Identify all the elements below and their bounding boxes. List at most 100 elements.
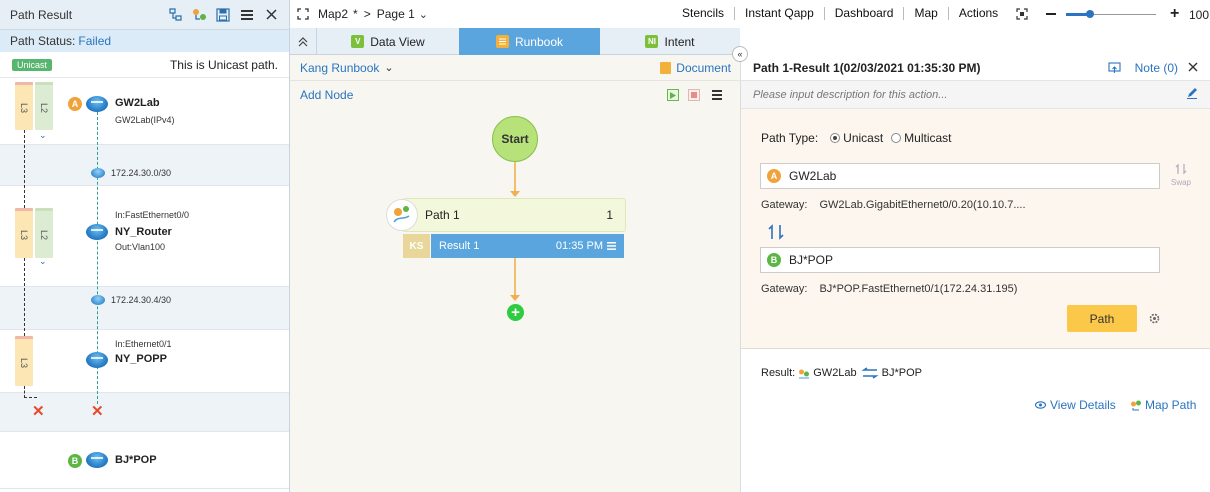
router-icon[interactable] [86,352,108,368]
close-icon[interactable] [263,7,279,23]
subnet-row [0,286,289,330]
unicast-radio[interactable]: Unicast [830,131,883,145]
map-path-icon [798,368,810,379]
layer3-link-line [24,258,25,336]
result-node[interactable]: Result 1 01:35 PM [431,234,624,258]
layer3-bar[interactable]: L3 [15,336,33,386]
settings-gear-icon[interactable] [1148,312,1161,328]
zoom-value: 100 [1189,8,1210,22]
stop-icon[interactable] [688,89,700,101]
bidirectional-arrow-icon [861,367,879,379]
view-details-link[interactable]: View Details [1035,398,1116,412]
subnet-icon [91,168,105,178]
map-path-link[interactable]: Map Path [1130,398,1196,412]
save-icon[interactable] [215,7,231,23]
menu-dashboard[interactable]: Dashboard [823,7,904,20]
layer3-bar[interactable]: L3 [15,82,33,130]
zoom-slider-thumb[interactable] [1086,10,1094,18]
device-name[interactable]: BJ*POP [115,454,157,466]
zoom-out-icon[interactable] [1046,13,1056,15]
menu-icon[interactable] [712,89,722,103]
subnet-label[interactable]: 172.24.30.0/30 [111,168,172,178]
intent-icon: NI [645,35,659,48]
flow-arrow [510,295,520,301]
start-node[interactable]: Start [492,116,538,162]
document-button[interactable]: Document [660,61,731,75]
add-node-bar: Add Node [290,81,741,109]
multicast-radio[interactable]: Multicast [891,131,952,145]
swap-direction-icon[interactable] [767,223,785,244]
source-gateway-value[interactable]: GW2Lab.GigabitEthernet0/0.20(10.10.7.... [819,199,1026,211]
destination-gateway-row: Gateway: BJ*POP.FastEthernet0/1(172.24.3… [761,283,1017,295]
in-interface[interactable]: In:Ethernet0/1 [115,339,172,349]
runbook-canvas[interactable]: Kang Runbook ⌄ Document Add Node Start P… [290,55,741,492]
zoom-slider-track[interactable] [1066,10,1156,18]
path-type-label: Path Type: [761,131,819,145]
menu-map[interactable]: Map [903,7,947,20]
fullscreen-icon[interactable] [296,7,310,21]
note-link[interactable]: Note (0) [1134,60,1178,75]
out-interface[interactable]: Out:Vlan100 [115,242,166,252]
tab-intent[interactable]: NI Intent [600,28,740,55]
result-source[interactable]: GW2Lab [813,367,857,379]
chevron-down-icon[interactable]: ⌄ [418,8,428,21]
device-name[interactable]: GW2Lab [115,97,160,109]
path-status-value[interactable]: Failed [78,34,112,48]
unicast-radio-label: Unicast [843,131,884,145]
chevron-down-icon[interactable]: ⌄ [384,62,394,74]
device-name[interactable]: NY_Router [115,226,172,238]
layer2-bar[interactable]: L2 [35,208,53,258]
device-name[interactable]: NY_POPP [115,353,167,365]
subnet-label[interactable]: 172.24.30.4/30 [111,295,172,305]
path-result-title: Path Result [10,7,73,22]
destination-field[interactable]: B BJ*POP [760,247,1160,273]
export-icon[interactable] [1108,61,1121,74]
menu-instant-qapp[interactable]: Instant Qapp [734,7,824,20]
chevron-down-icon[interactable]: ⌄ [39,130,47,140]
chevron-down-icon[interactable]: ⌄ [39,256,47,266]
result-destination[interactable]: BJ*POP [881,367,923,379]
router-icon[interactable] [86,452,108,468]
map-toolbar: Map2 * > Page 1 ⌄ Stencils Instant Qapp … [290,0,1210,28]
map-path-icon[interactable] [191,7,207,23]
layer2-bar[interactable]: L2 [35,82,53,130]
runbook-selector[interactable]: Kang Runbook [300,60,380,75]
destination-gateway-value[interactable]: BJ*POP.FastEthernet0/1(172.24.31.195) [819,283,1018,295]
collapse-up-icon[interactable] [290,28,317,55]
in-interface[interactable]: In:FastEthernet0/0 [115,210,190,220]
map-name[interactable]: Map2 [318,7,349,21]
menu-stencils[interactable]: Stencils [682,6,725,20]
source-field[interactable]: A GW2Lab [760,163,1160,189]
edit-icon[interactable] [1186,87,1198,102]
fit-view-icon[interactable] [1016,8,1028,23]
menu-icon[interactable] [607,242,616,250]
close-icon[interactable] [1188,61,1198,75]
tab-data-view[interactable]: V Data View [317,28,459,55]
add-node-link[interactable]: Add Node [300,88,354,102]
collapse-left-icon[interactable]: « [732,46,748,62]
tab-runbook[interactable]: Runbook [459,28,600,55]
result-tag: KS [403,234,430,258]
zoom-slider-fill [1066,13,1090,16]
path-analysis-icon[interactable] [167,7,183,23]
router-icon[interactable] [86,96,108,112]
run-icon[interactable] [667,89,679,101]
failed-x-icon: ✕ [32,403,45,420]
result-node-time: 01:35 PM [555,240,603,252]
swap-button[interactable]: Swap [1170,163,1192,187]
menu-actions[interactable]: Actions [947,7,1012,20]
destination-marker-icon: B [767,253,781,267]
layer3-bar[interactable]: L3 [15,208,33,258]
unicast-row: Unicast This is Unicast path. [0,52,289,78]
path-node[interactable]: Path 1 1 [402,198,626,232]
page-name[interactable]: Page 1 [376,7,415,21]
router-icon[interactable] [86,224,108,240]
source-gateway-row: Gateway: GW2Lab.GigabitEthernet0/0.20(10… [761,199,1026,211]
zoom-in-icon[interactable]: + [1170,5,1180,22]
add-step-icon[interactable]: + [507,304,524,321]
path-result-panel: Path Result Path Status: Failed Unicast … [0,0,290,492]
runbook-icon [495,35,509,48]
description-field[interactable]: Please input description for this action… [741,81,1210,109]
menu-icon[interactable] [239,7,255,23]
path-button[interactable]: Path [1067,305,1137,332]
